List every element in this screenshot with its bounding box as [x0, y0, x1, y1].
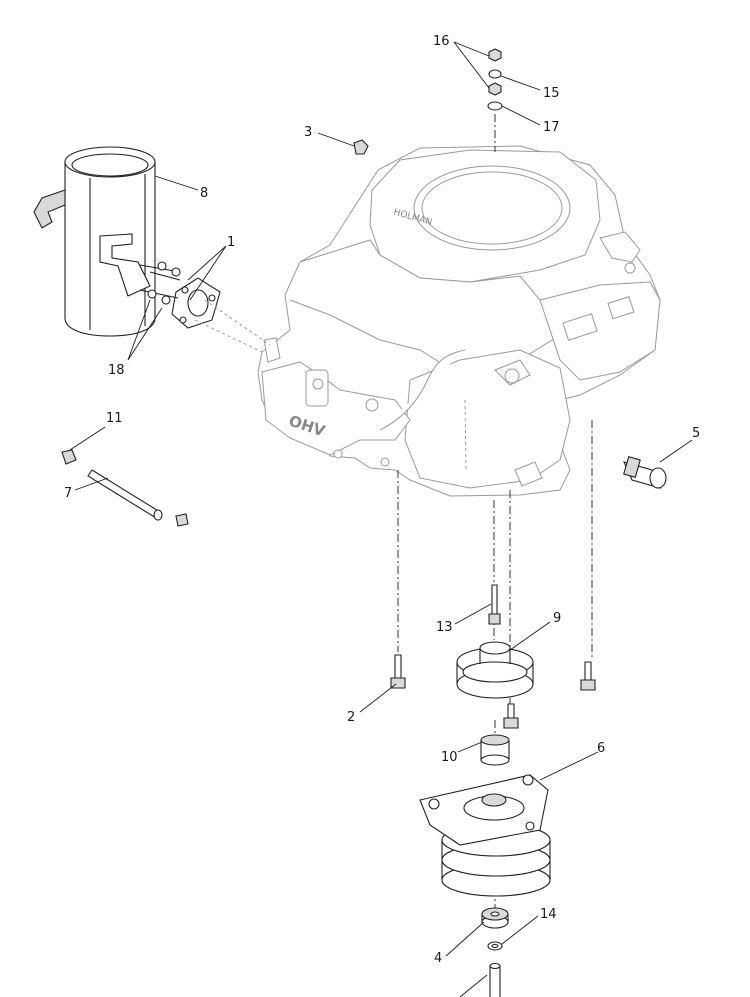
callout-9: 9 — [553, 611, 561, 626]
callout-10: 10 — [441, 750, 458, 765]
bolt-2 — [390, 654, 406, 689]
top-hardware — [487, 48, 503, 111]
washer-14 — [487, 941, 503, 951]
center-lines — [397, 114, 593, 910]
sensor — [623, 456, 667, 489]
callout-13: 13 — [436, 620, 453, 635]
callout-15: 15 — [543, 86, 560, 101]
callout-16: 16 — [433, 34, 450, 49]
muffler — [33, 146, 156, 337]
callout-5: 5 — [692, 426, 700, 441]
callout-3: 3 — [304, 125, 312, 140]
clutch — [419, 774, 551, 897]
callout-6: 6 — [597, 741, 605, 756]
callout-4: 4 — [434, 951, 442, 966]
bolt-13 — [488, 584, 501, 625]
callout-18: 18 — [108, 363, 125, 378]
bolt-pulley — [503, 703, 519, 729]
callout-8: 8 — [200, 186, 208, 201]
pulley — [456, 641, 534, 699]
nut-3 — [353, 139, 369, 155]
leader-lines — [69, 41, 693, 997]
bolt-right — [580, 661, 596, 691]
hose — [87, 469, 163, 521]
callout-11: 11 — [106, 411, 123, 426]
exhaust-flange — [139, 261, 271, 353]
callout-7: 7 — [64, 486, 72, 501]
washer-4 — [481, 907, 509, 929]
callouts: 1 2 3 4 5 6 7 8 9 10 11 13 14 15 16 17 1… — [64, 34, 700, 966]
callout-2: 2 — [347, 710, 355, 725]
spacer — [480, 734, 510, 766]
engine-assembly: HOLMAN OHV — [257, 145, 661, 497]
hose-clamps — [61, 449, 189, 527]
callout-1: 1 — [227, 235, 235, 250]
callout-17: 17 — [543, 120, 560, 135]
callout-14: 14 — [540, 907, 557, 922]
shaft — [489, 962, 501, 997]
